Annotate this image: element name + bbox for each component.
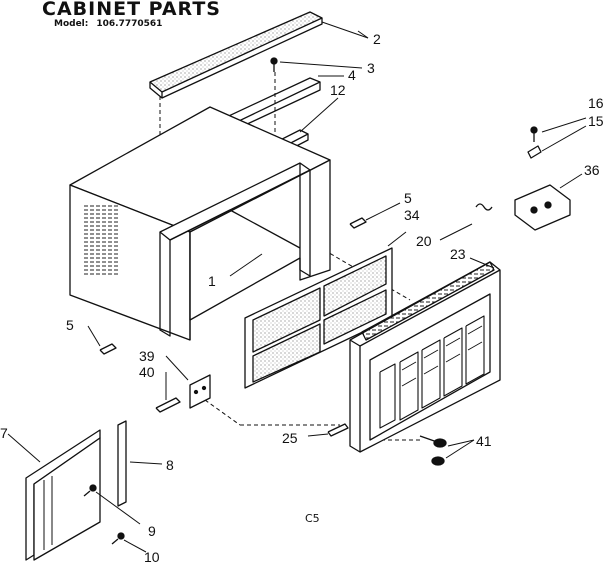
bracket-plate-part: [189, 374, 211, 409]
callout-10: 10: [144, 549, 160, 564]
model-label: Model:: [54, 19, 89, 29]
clip-part: [419, 435, 447, 466]
callout-3: 3: [367, 60, 375, 76]
callout-40: 40: [139, 364, 155, 380]
bracket-screw-part: [527, 126, 542, 159]
cabinet-shell-part: [69, 106, 331, 341]
callout-8: 8: [166, 457, 174, 473]
model-number: 106.7770561: [96, 19, 163, 29]
spring-part: [475, 203, 493, 211]
screw-25-part: [327, 423, 349, 437]
side-strip-8-part: [117, 420, 127, 507]
callout-5-left: 5: [66, 317, 74, 333]
screw-9-part: [83, 484, 97, 497]
screw-3-part: [270, 57, 278, 72]
callout-36: 36: [584, 162, 600, 178]
callout-2: 2: [373, 31, 381, 47]
screw-10-part: [111, 532, 125, 545]
callout-34: 34: [404, 207, 420, 223]
side-panel-part: [25, 429, 101, 561]
front-grille-part: [349, 261, 501, 453]
wall-bracket-part: [514, 184, 571, 231]
callout-16: 16: [588, 95, 604, 111]
callout-20: 20: [416, 233, 432, 249]
callout-39: 39: [139, 348, 155, 364]
callout-7: 7: [0, 425, 8, 441]
callout-12: 12: [330, 82, 346, 98]
diagram-title: CABINET PARTS: [42, 0, 221, 20]
filter-part: [244, 247, 393, 389]
callout-4: 4: [348, 67, 356, 83]
diagram-code: C5: [305, 512, 320, 525]
callout-5-top: 5: [404, 190, 412, 206]
callout-41: 41: [476, 433, 492, 449]
screw-5-part: [99, 217, 367, 355]
stud-part: [155, 397, 181, 413]
callout-23: 23: [450, 246, 466, 262]
callout-1: 1: [208, 273, 216, 289]
callout-25: 25: [282, 430, 298, 446]
callout-9: 9: [148, 523, 156, 539]
callout-15: 15: [588, 113, 604, 129]
model-line: Model: 106.7770561: [54, 19, 162, 29]
